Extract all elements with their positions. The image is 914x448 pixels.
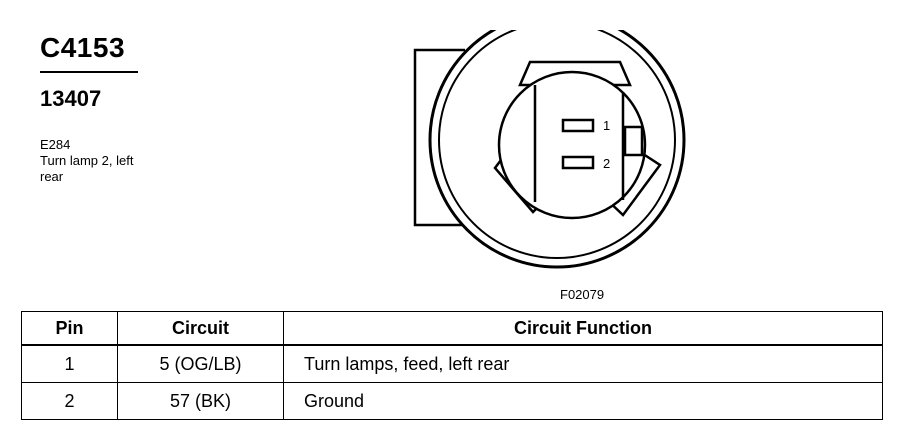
connector-id: C4153 <box>40 32 126 63</box>
table-row: 1 5 (OG/LB) Turn lamps, feed, left rear <box>21 344 883 383</box>
pin-label-2: 2 <box>603 156 610 171</box>
connector-face-diagram: 1 2 <box>413 30 686 269</box>
cell-circuit-function: Turn lamps, feed, left rear <box>283 344 883 383</box>
connector-description: E284 Turn lamp 2, left rear <box>40 137 133 185</box>
terminal-pin-1 <box>561 118 595 133</box>
figure-code: F02079 <box>560 287 605 302</box>
cell-circuit: 57 (BK) <box>117 382 284 420</box>
table-row: 2 57 (BK) Ground <box>21 382 883 420</box>
header-circuit-function: Circuit Function <box>283 311 883 346</box>
keyway <box>623 125 644 157</box>
cell-circuit-function: Ground <box>283 382 883 420</box>
cell-pin: 1 <box>21 344 118 383</box>
pin-label-1: 1 <box>603 118 610 133</box>
part-number: 13407 <box>40 86 102 111</box>
description-line-2: rear <box>40 169 64 184</box>
cell-circuit: 5 (OG/LB) <box>117 344 284 383</box>
connector-id-underline <box>40 71 138 73</box>
cell-pin: 2 <box>21 382 118 420</box>
connector-inner-ring <box>438 30 676 259</box>
description-line-1: Turn lamp 2, left <box>40 153 134 168</box>
table-header-row: Pin Circuit Circuit Function <box>21 311 883 346</box>
location-code: E284 <box>40 137 71 152</box>
header-pin: Pin <box>21 311 118 346</box>
pin-table: Pin Circuit Circuit Function 1 5 (OG/LB)… <box>21 311 883 420</box>
terminal-pin-2 <box>561 155 595 170</box>
connector-housing-back <box>413 48 465 227</box>
header-circuit: Circuit <box>117 311 284 346</box>
